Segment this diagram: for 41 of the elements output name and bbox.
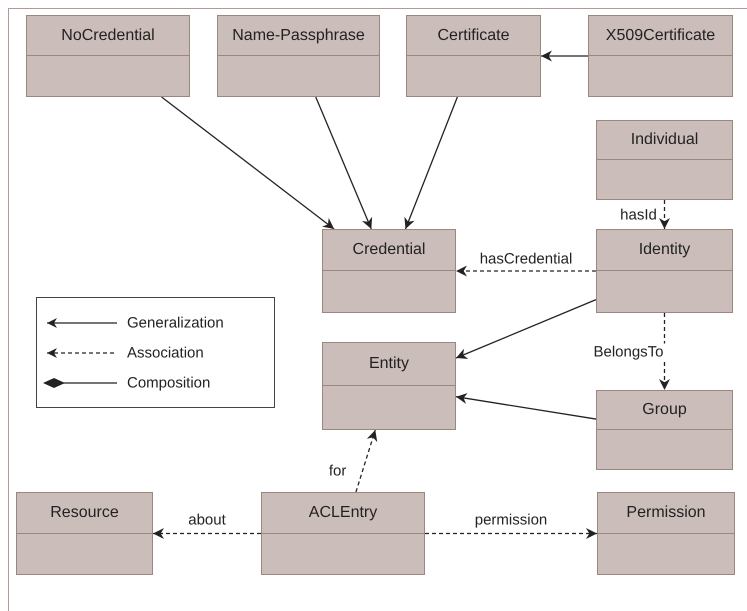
class-box <box>322 342 456 430</box>
arrow <box>153 528 261 539</box>
class-name: Individual <box>630 131 698 149</box>
class-name: X509Certificate <box>606 26 716 44</box>
class-box <box>322 229 456 313</box>
edge-label: permission <box>472 511 550 528</box>
arrow <box>315 96 372 230</box>
class-name: NoCredential <box>61 26 155 44</box>
arrow <box>161 96 334 230</box>
class-name: Certificate <box>437 26 510 44</box>
arrow <box>355 430 378 492</box>
class-name: Name-Passphrase <box>232 26 365 44</box>
edge-label: hasId <box>618 206 659 223</box>
class-box <box>596 390 733 470</box>
class-name: Entity <box>368 355 409 373</box>
class-name: Credential <box>352 241 426 259</box>
class-box <box>597 492 735 575</box>
class-box <box>26 15 190 97</box>
arrow <box>425 528 597 539</box>
class-box <box>406 15 541 97</box>
class-box <box>588 15 733 97</box>
class-box <box>596 120 733 200</box>
class-name: Resource <box>50 504 119 522</box>
class-name: Permission <box>626 504 706 522</box>
arrow <box>456 266 596 276</box>
arrow <box>456 393 596 420</box>
class-box <box>596 229 733 313</box>
arrow <box>541 50 588 62</box>
legend-label: Composition <box>127 374 210 392</box>
legend-label: Association <box>127 344 204 362</box>
legend-label: Generalization <box>127 314 224 332</box>
edge-label: about <box>186 511 228 528</box>
class-box <box>261 492 425 575</box>
arrow <box>659 200 670 229</box>
arrow <box>456 299 596 359</box>
class-box <box>217 15 380 97</box>
class-name: Identity <box>638 241 690 259</box>
class-box <box>16 492 153 575</box>
arrow <box>404 96 458 230</box>
class-name: Group <box>642 401 687 419</box>
class-name: ACLEntry <box>308 504 378 522</box>
